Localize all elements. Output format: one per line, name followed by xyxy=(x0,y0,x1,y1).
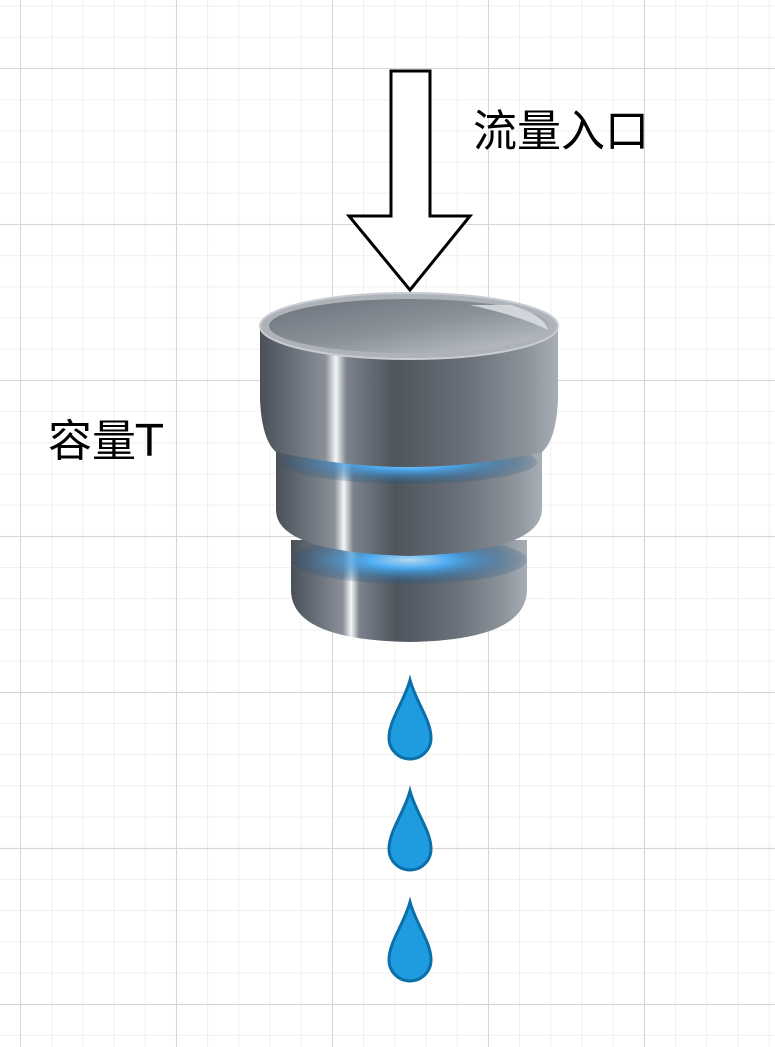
inlet-label: 流量入口 xyxy=(473,106,649,157)
database-bucket-icon xyxy=(259,292,559,642)
water-drop-icon xyxy=(387,674,433,761)
capacity-label: 容量T xyxy=(48,416,163,467)
water-drop-icon xyxy=(387,785,433,872)
water-drop-icon xyxy=(387,896,433,983)
down-arrow-icon xyxy=(345,69,474,293)
water-drops xyxy=(387,674,433,983)
